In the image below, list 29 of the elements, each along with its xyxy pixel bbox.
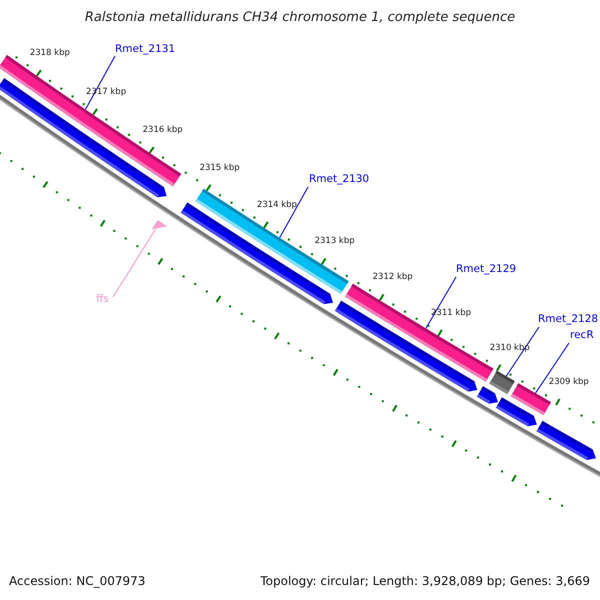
gene-bar xyxy=(496,397,537,426)
scale-label: 2316 kbp xyxy=(142,125,183,136)
leader-line xyxy=(112,228,156,298)
gene-label: recR xyxy=(570,329,594,342)
gene-bar xyxy=(476,386,498,404)
gene-label: Rmet_2130 xyxy=(309,173,370,186)
gene-bar xyxy=(0,78,167,198)
scale-label: 2309 kbp xyxy=(548,377,589,388)
leader-line xyxy=(84,56,116,110)
leader-line xyxy=(506,326,540,377)
gene-label: Rmet_2129 xyxy=(456,263,516,276)
footer-text: Accession: NC_007973 xyxy=(9,574,146,588)
gene-label: ffs xyxy=(96,293,109,306)
leader-line xyxy=(534,342,570,394)
scale-label: 2312 kbp xyxy=(372,272,413,283)
footer-text: Topology: circular; Length: 3,928,089 bp; Genes: 3,669 xyxy=(260,574,590,588)
gene-label: Rmet_2128 xyxy=(538,313,598,326)
gene-label: Rmet_2131 xyxy=(115,43,176,56)
scale-label: 2318 kbp xyxy=(30,48,70,58)
gene-bar xyxy=(334,300,478,392)
leader-line xyxy=(279,186,308,238)
leader-line xyxy=(425,276,456,329)
scale-label: 2313 kbp xyxy=(314,236,355,247)
scale-label: 2314 kbp xyxy=(256,200,297,210)
gene-bar xyxy=(489,370,515,394)
title: Ralstonia metallidurans CH34 chromosome 1, complete sequence xyxy=(84,10,516,26)
rna-marker xyxy=(152,220,167,230)
scale-label: 2315 kbp xyxy=(200,162,240,173)
gene-bar xyxy=(536,420,596,460)
